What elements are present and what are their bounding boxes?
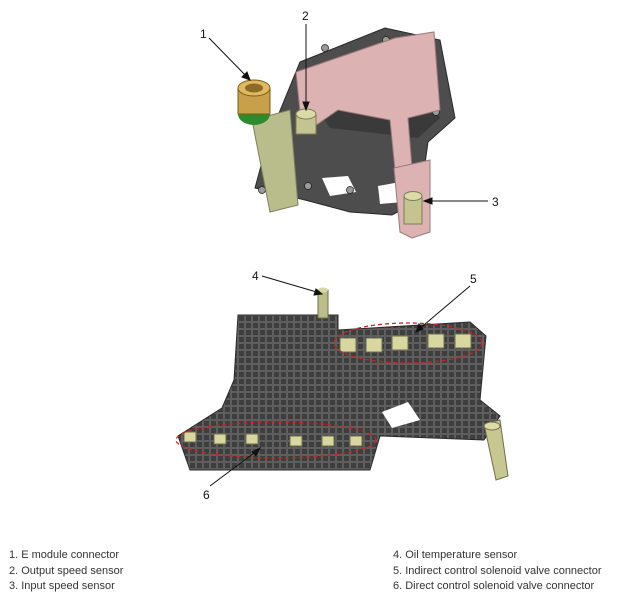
legend-item-indirect-solenoid-connector: 5. Indirect control solenoid valve conne… xyxy=(393,564,602,577)
input-speed-sensor xyxy=(403,191,423,225)
legend-item-input-speed-sensor: 3. Input speed sensor xyxy=(9,580,115,592)
callout-5: 5 xyxy=(470,272,477,286)
legend-column-left: 1. E module connector 2. Output speed se… xyxy=(9,548,123,595)
bottom-assembly xyxy=(175,287,509,481)
highlight-ellipse-5 xyxy=(333,322,483,364)
exploded-view-diagram: 1 2 3 4 5 6 xyxy=(175,9,509,502)
callout-1: 1 xyxy=(200,27,207,41)
top-assembly xyxy=(237,27,456,239)
legend-item-direct-solenoid-connector: 6. Direct control solenoid valve connect… xyxy=(393,580,595,592)
oil-temperature-sensor xyxy=(317,287,329,319)
output-speed-sensor xyxy=(295,108,317,135)
component-legend: 1. E module connector 2. Output speed se… xyxy=(0,548,620,604)
callout-6: 6 xyxy=(203,488,210,502)
callout-2: 2 xyxy=(302,9,309,23)
callout-3: 3 xyxy=(492,195,499,209)
right-pin-sensor xyxy=(483,419,509,481)
direct-solenoid-connectors xyxy=(183,431,363,447)
bottom-plate xyxy=(177,314,501,471)
leader-lines xyxy=(208,24,488,487)
legend-column-right: 4. Oil temperature sensor 5. Indirect co… xyxy=(393,548,602,595)
top-harness-strip xyxy=(251,109,299,213)
indirect-solenoid-connectors xyxy=(339,333,472,353)
e-module-connector xyxy=(237,79,271,125)
legend-item-e-module-connector: 1. E module connector xyxy=(9,549,120,561)
callout-4: 4 xyxy=(252,269,259,283)
bottom-plate-cutout xyxy=(382,402,420,428)
highlight-ellipse-6 xyxy=(175,421,377,459)
legend-item-oil-temperature-sensor: 4. Oil temperature sensor xyxy=(393,549,518,561)
legend-item-output-speed-sensor: 2. Output speed sensor xyxy=(9,564,124,577)
